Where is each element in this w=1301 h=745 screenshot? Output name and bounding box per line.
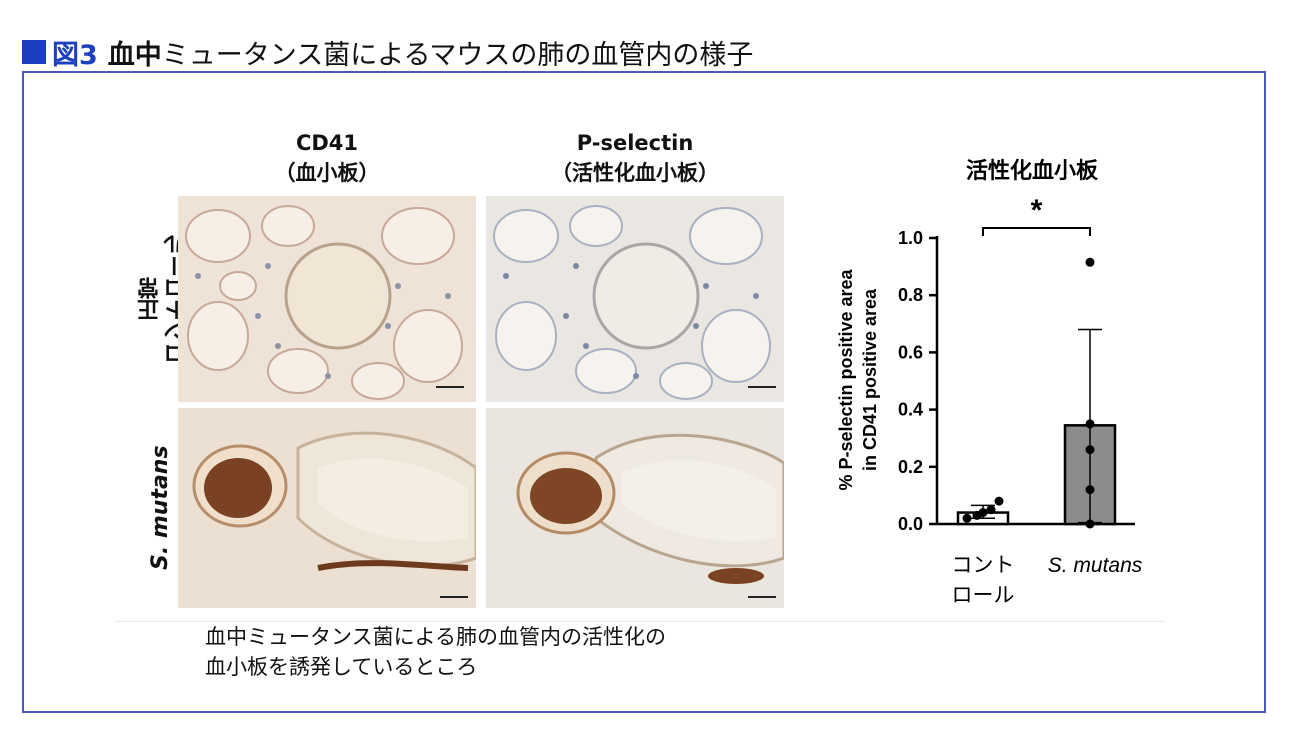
title-rest: ミュータンス菌によるマウスの肺の血管内の様子 [161, 39, 754, 71]
title-bold: 血中 [107, 39, 162, 71]
column-header-cd41: CD41 （血小板） [178, 128, 476, 188]
header-square-icon [22, 40, 46, 64]
scale-bar [436, 386, 464, 388]
micrograph-pselectin-control [486, 196, 784, 402]
y-tick-label: 1.0 [898, 228, 923, 248]
data-point [986, 505, 996, 515]
scale-bar [748, 596, 776, 598]
data-point [1085, 519, 1095, 529]
y-tick-label: 0.6 [898, 342, 923, 362]
figure-frame [22, 71, 1266, 713]
figure-header: 図3 血中 ミュータンス菌によるマウスの肺の血管内の様子 [22, 32, 753, 72]
data-point [1085, 445, 1095, 455]
y-axis-label-line: % P-selectin positive area [836, 268, 856, 490]
figure-number: 図3 [52, 39, 98, 71]
column-title-cd41: CD41 [295, 131, 359, 155]
y-tick-label: 0.8 [898, 285, 923, 305]
data-point [978, 508, 988, 518]
column-sub-cd41: （血小板） [274, 161, 380, 185]
micrograph-cd41-smutans [178, 408, 476, 608]
chart-title: 活性化血小板 [966, 158, 1099, 183]
scale-bar [748, 386, 776, 388]
column-title-pselectin: P-selectin [576, 131, 694, 155]
y-tick-label: 0.0 [898, 514, 923, 534]
y-axis-label-line: in CD41 positive area [860, 288, 880, 471]
caption-line-1: 血中ミュータンス菌による肺の血管内の活性化の [205, 625, 666, 649]
column-sub-pselectin: （活性化血小板） [551, 161, 719, 185]
micrograph-pselectin-smutans [486, 408, 784, 608]
significance-bracket [982, 227, 1091, 236]
data-point [1085, 485, 1095, 495]
x-category-label: コント [952, 554, 1015, 577]
y-tick-label: 0.2 [898, 457, 923, 477]
caption-line-2: 血小板を誘発しているところ [205, 655, 478, 679]
figure-caption: 血中ミュータンス菌による肺の血管内の活性化の 血小板を誘発しているところ [205, 622, 666, 682]
row-label-smutans: S. mutans [148, 445, 173, 571]
divider-line [115, 621, 1165, 622]
data-point [994, 496, 1004, 506]
x-category-label: ロール [952, 584, 1015, 607]
data-point [962, 513, 972, 523]
significance-mark: * [1031, 194, 1043, 227]
data-point [1085, 419, 1095, 429]
column-header-pselectin: P-selectin （活性化血小板） [486, 128, 784, 188]
micrograph-cd41-control [178, 196, 476, 402]
y-tick-label: 0.4 [898, 400, 923, 420]
x-category-label: S. mutans [1048, 554, 1143, 577]
scale-bar [440, 596, 468, 598]
data-point [1085, 257, 1095, 267]
